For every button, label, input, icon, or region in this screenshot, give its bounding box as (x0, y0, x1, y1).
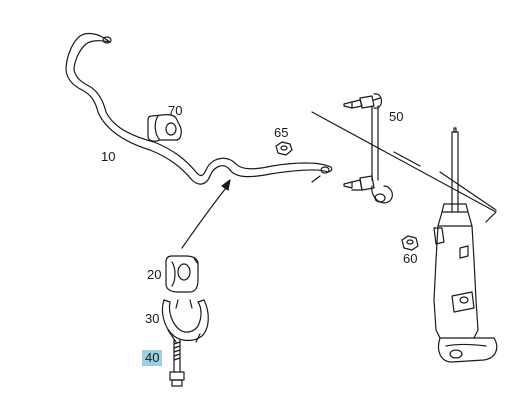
label-nut-65: 65 (274, 125, 289, 140)
nut-65-drawing (275, 141, 293, 156)
label-clamp-30: 30 (145, 311, 160, 326)
label-link-50: 50 (389, 109, 404, 124)
link-50-drawing (343, 93, 393, 204)
nut-60-drawing (401, 235, 419, 251)
bushing-70-drawing (147, 114, 182, 142)
bushing-20-drawing (165, 255, 199, 293)
label-bolt-40-highlighted: 40 (142, 350, 163, 366)
clamp-30-drawing (161, 299, 209, 343)
label-sway-bar: 10 (101, 149, 116, 164)
sway-bar-drawing (65, 32, 333, 185)
pointer-arrow (181, 179, 231, 249)
label-bushing-20: 20 (147, 267, 162, 282)
bolt-40-drawing (169, 339, 185, 387)
shock-absorber-drawing (433, 127, 498, 363)
mounting-plane-drawing (311, 111, 497, 223)
label-nut-60: 60 (403, 251, 418, 266)
label-bushing-70: 70 (168, 103, 183, 118)
